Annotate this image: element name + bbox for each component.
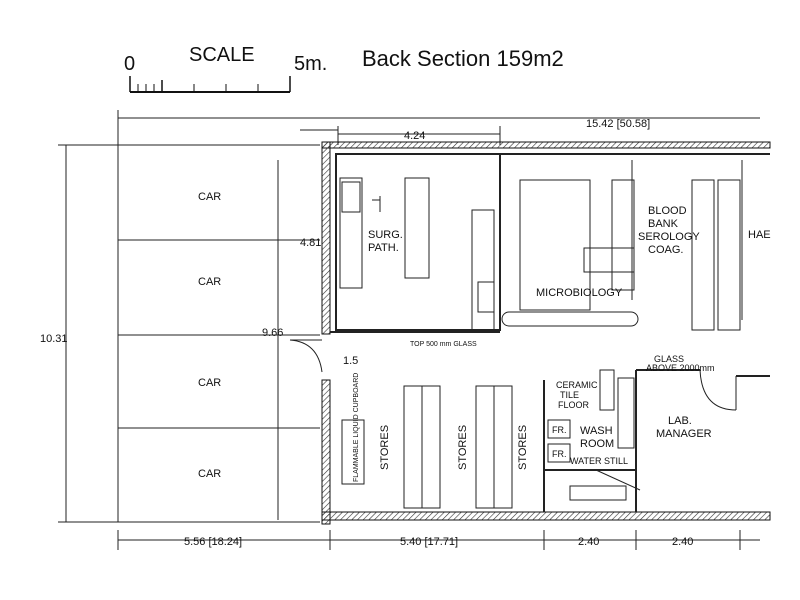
fridge-label-1: FR. xyxy=(552,425,567,435)
upper-rooms xyxy=(335,153,770,331)
note-glass-line2: ABOVE 2000mm xyxy=(646,363,715,373)
scale-end: 5m. xyxy=(294,53,327,75)
room-blood-bank-line4: COAG. xyxy=(648,244,683,256)
room-surg-path-line2: PATH. xyxy=(368,242,399,254)
room-haem: HAE xyxy=(748,229,771,241)
bottom-dimensions xyxy=(117,530,760,550)
dim-bottom-wash: 2.40 xyxy=(578,536,599,548)
note-glass-line1: GLASS xyxy=(654,354,684,364)
room-ceramic-line1: CERAMIC xyxy=(556,380,598,390)
room-microbiology: MICROBIOLOGY xyxy=(536,287,623,299)
room-stores-1: STORES xyxy=(379,425,391,470)
scale-start: 0 xyxy=(124,53,135,75)
left-dimension xyxy=(58,144,118,523)
parking-bay-2: CAR xyxy=(198,276,221,288)
dim-bottom-parking: 5.56 [18.24] xyxy=(184,536,242,548)
parking-bay-1: CAR xyxy=(198,191,221,203)
room-ceramic-line3: FLOOR xyxy=(558,400,590,410)
room-stores-2: STORES xyxy=(457,425,469,470)
room-lab-manager-line1: LAB. xyxy=(668,415,692,427)
entry-door xyxy=(289,339,323,373)
dim-left-room-width: 4.24 xyxy=(404,130,425,142)
room-ceramic-line2: TILE xyxy=(560,390,579,400)
dim-overall-width: 15.42 [50.58] xyxy=(586,118,650,130)
building-walls xyxy=(321,141,771,525)
room-blood-bank-line1: BLOOD xyxy=(648,205,687,217)
note-top-glass: TOP 500 mm GLASS xyxy=(410,341,477,348)
room-wash-line2: ROOM xyxy=(580,438,614,450)
room-wash-line1: WASH xyxy=(580,425,613,437)
scale-bar xyxy=(129,76,291,93)
lab-manager-room xyxy=(617,369,770,512)
room-blood-bank-line3: SEROLOGY xyxy=(638,231,700,243)
room-blood-bank-line2: BANK xyxy=(648,218,679,230)
note-flammable: FLAMMABLE LIQUID CUPBOARD xyxy=(353,373,360,482)
dim-height-total: 10.31 xyxy=(40,333,68,345)
dim-bottom-stores: 5.40 [17.71] xyxy=(400,536,458,548)
room-stores-3: STORES xyxy=(517,425,529,470)
parking-area xyxy=(117,144,320,523)
parking-bay-4: CAR xyxy=(198,468,221,480)
water-still-label: WATER STILL xyxy=(570,456,628,466)
room-surg-path-line1: SURG. xyxy=(368,229,403,241)
dim-corridor-gap: 1.5 xyxy=(343,355,358,367)
dim-mid-offset: 9.66 xyxy=(262,327,283,339)
stores-area xyxy=(341,380,545,512)
top-dimensions xyxy=(117,110,760,145)
parking-bay-3: CAR xyxy=(198,377,221,389)
dim-upper-height: 4.81 xyxy=(300,237,321,249)
dim-bottom-manager: 2.40 xyxy=(672,536,693,548)
fridge-label-2: FR. xyxy=(552,449,567,459)
room-lab-manager-line2: MANAGER xyxy=(656,428,712,440)
wash-room xyxy=(544,369,641,501)
scale-label: SCALE xyxy=(189,44,255,66)
plan-title: Back Section 159m2 xyxy=(362,46,564,71)
